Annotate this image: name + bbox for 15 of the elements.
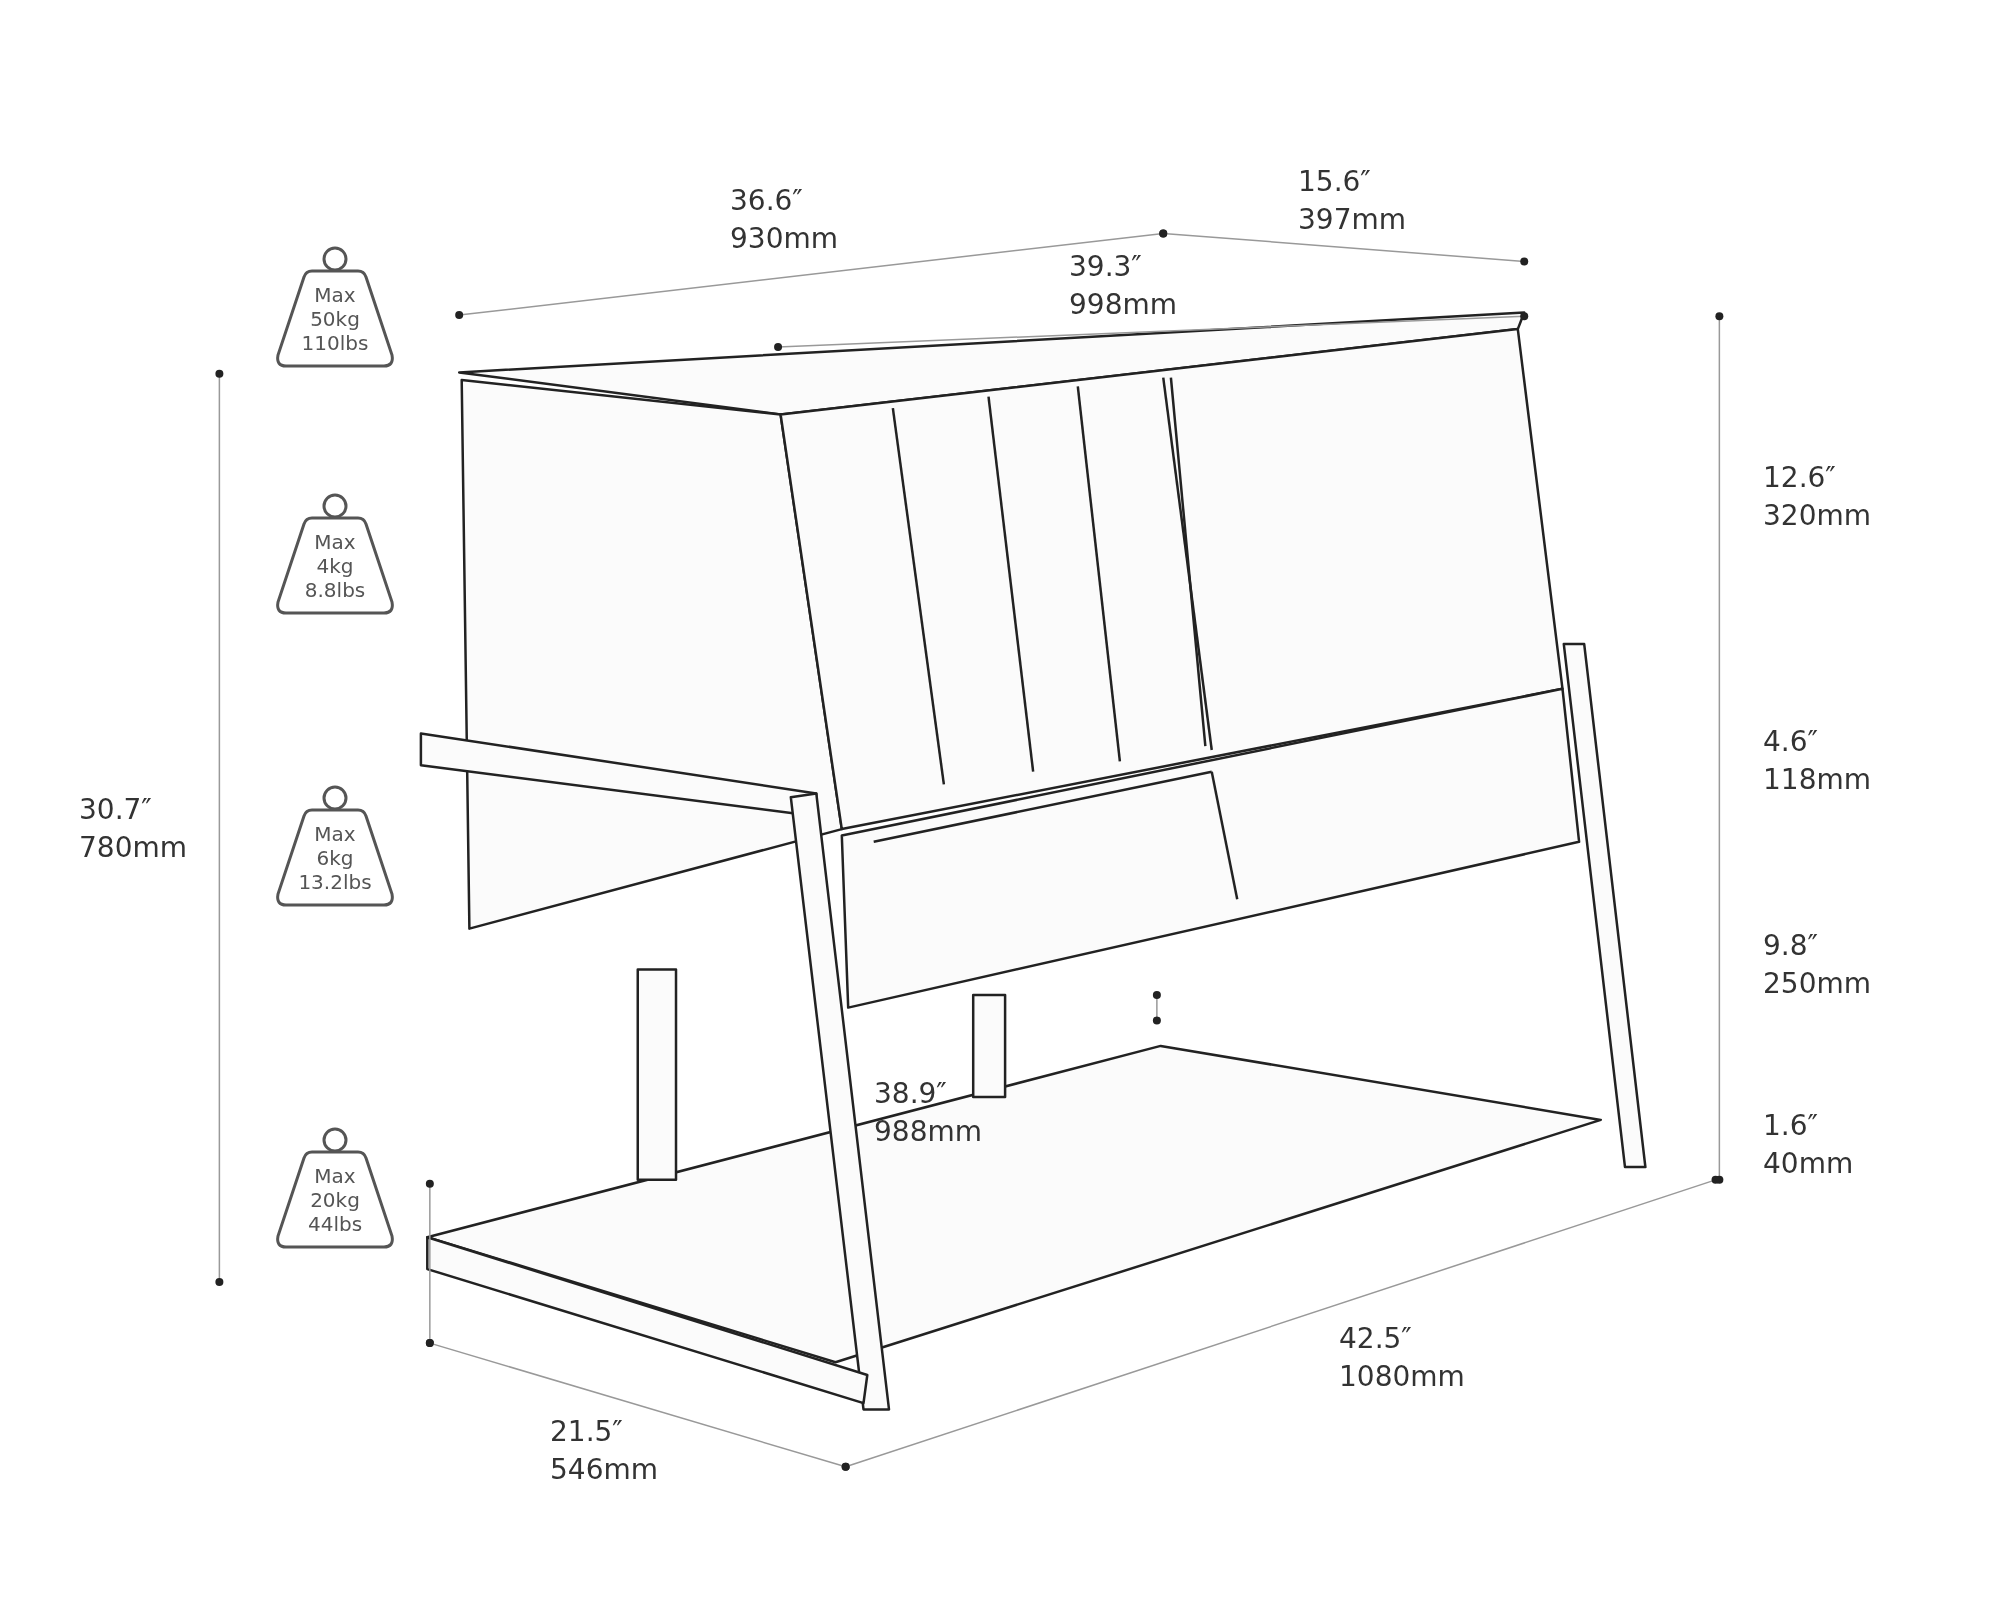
dimension-label: 38.9″ 988mm <box>874 1076 982 1150</box>
dimension-label: 21.5″ 546mm <box>550 1414 658 1488</box>
weight-limit-text: Max 4kg 8.8lbs <box>304 530 366 602</box>
weight-limit-text: Max 20kg 44lbs <box>307 1164 363 1236</box>
dimension-label: 4.6″ 118mm <box>1763 724 1871 798</box>
weight-limit-text: Max 6kg 13.2lbs <box>298 822 372 894</box>
weight-limit-text: Max 50kg 110lbs <box>301 283 369 355</box>
dimension-label: 30.7″ 780mm <box>79 792 187 866</box>
dimension-label: 39.3″ 998mm <box>1069 249 1177 323</box>
dimension-label: 42.5″ 1080mm <box>1339 1321 1465 1395</box>
dimension-label: 9.8″ 250mm <box>1763 928 1871 1002</box>
dimension-label: 1.6″ 40mm <box>1763 1108 1854 1182</box>
dimension-label: 36.6″ 930mm <box>730 183 838 257</box>
dimension-label: 12.6″ 320mm <box>1763 460 1871 534</box>
dimension-label: 15.6″ 397mm <box>1298 164 1406 238</box>
